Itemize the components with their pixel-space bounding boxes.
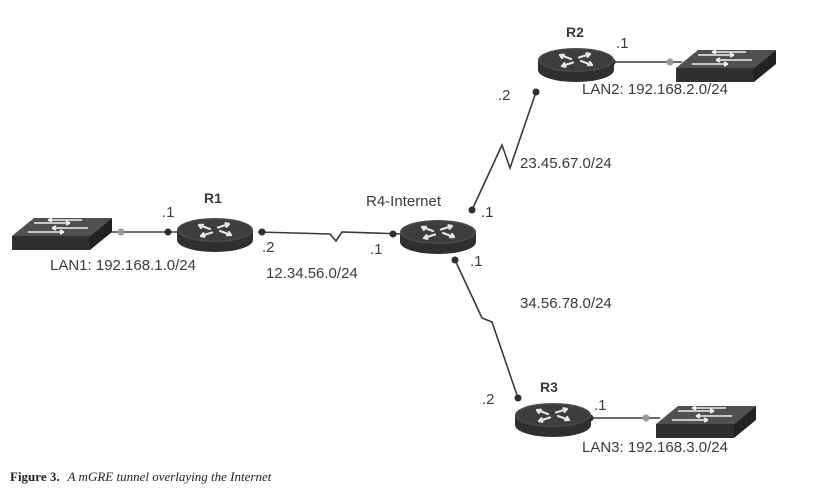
subnet-r1-r4: 12.34.56.0/24 <box>266 265 358 282</box>
dot-r3-wan <box>514 394 522 402</box>
lan1-switch-icon <box>11 217 113 251</box>
if-r1-lan: .1 <box>162 204 175 221</box>
dot-r1-wan <box>258 228 266 236</box>
r3-label: R3 <box>540 379 558 395</box>
r1-label: R1 <box>204 190 222 206</box>
r4-router-icon <box>398 218 478 256</box>
dot-r4-to-r3 <box>451 256 459 264</box>
dot-r4-to-r2 <box>468 206 476 214</box>
r4-r2-link <box>471 91 537 211</box>
dot-lan3-port <box>642 414 650 422</box>
figure-caption: Figure 3. A mGRE tunnel overlaying the I… <box>10 468 272 485</box>
dot-lan1-port <box>117 228 125 236</box>
caption-number: Figure 3. <box>10 469 60 484</box>
dot-r4-to-r1 <box>389 230 397 238</box>
dot-lan2-port <box>666 58 674 66</box>
if-r3-lan: .1 <box>594 397 607 414</box>
if-r4-to-r3: .1 <box>470 253 483 270</box>
if-r4-to-r2: .1 <box>481 204 494 221</box>
r4-label: R4-Internet <box>366 193 442 210</box>
if-r1-wan: .2 <box>262 239 275 256</box>
r1-router-icon <box>175 216 255 254</box>
lan3-label: LAN3: 192.168.3.0/24 <box>582 439 728 456</box>
if-r4-to-r1: .1 <box>370 241 383 258</box>
subnet-r4-r3: 34.56.78.0/24 <box>520 295 612 312</box>
lan1-label: LAN1: 192.168.1.0/24 <box>50 257 196 274</box>
r2-label: R2 <box>566 24 584 40</box>
r3-router-icon <box>513 401 593 439</box>
r4-r3-link <box>454 259 519 399</box>
dot-r2-wan <box>532 88 540 96</box>
interface-dots <box>117 58 674 422</box>
dot-r1-lan <box>164 228 172 236</box>
if-r3-wan: .2 <box>482 391 495 408</box>
caption-text: A mGRE tunnel overlaying the Internet <box>67 469 272 484</box>
r1-r4-link <box>257 231 405 243</box>
lan2-label: LAN2: 192.168.2.0/24 <box>582 81 728 98</box>
if-r2-wan: .2 <box>498 87 511 104</box>
lan2-switch-icon <box>675 49 777 83</box>
subnet-r4-r2: 23.45.67.0/24 <box>520 155 612 172</box>
r2-router-icon <box>536 46 616 84</box>
if-r2-lan: .1 <box>616 35 629 52</box>
lan3-switch-icon <box>655 405 757 439</box>
